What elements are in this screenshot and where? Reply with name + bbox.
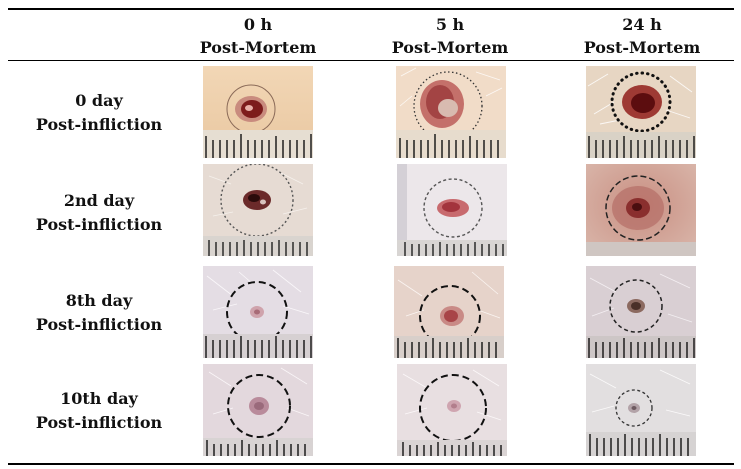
row-header-8th-day: 8th day Post-infliction (14, 289, 184, 337)
row-header-2nd-day: 2nd day Post-infliction (14, 189, 184, 237)
wound-photo-0day-24h (586, 66, 696, 158)
column-header-time: 5 h (435, 15, 465, 34)
wound-photo-2ndday-0h (203, 164, 313, 256)
row-header-subtitle: Post-infliction (35, 413, 163, 432)
row-header-0-day: 0 day Post-infliction (14, 89, 184, 137)
row-header-day: 10th day (60, 389, 138, 408)
row-header-day: 8th day (65, 291, 133, 310)
column-header-time: 0 h (243, 15, 273, 34)
column-header-subtitle: Post-Mortem (583, 38, 701, 57)
wound-photo-8thday-24h (586, 266, 696, 358)
wound-photo-2ndday-24h (586, 164, 696, 256)
wound-photo-2ndday-5h (397, 164, 507, 256)
wound-photo-10thday-24h (586, 364, 696, 456)
column-header-24h: 24 h Post-Mortem (572, 13, 712, 59)
table-header-rule (8, 60, 734, 61)
row-header-10th-day: 10th day Post-infliction (14, 387, 184, 435)
column-header-5h: 5 h Post-Mortem (380, 13, 520, 59)
table-bottom-rule (8, 463, 734, 465)
row-header-subtitle: Post-infliction (35, 215, 163, 234)
wound-photo-8thday-0h (203, 266, 313, 358)
wound-photo-8thday-5h (394, 266, 504, 358)
wound-photo-0day-0h (203, 66, 313, 158)
column-header-0h: 0 h Post-Mortem (188, 13, 328, 59)
table-top-rule (8, 8, 734, 10)
column-header-subtitle: Post-Mortem (391, 38, 509, 57)
row-header-day: 2nd day (63, 191, 135, 210)
column-header-subtitle: Post-Mortem (199, 38, 317, 57)
column-header-time: 24 h (622, 15, 662, 34)
row-header-day: 0 day (75, 91, 123, 110)
row-header-subtitle: Post-infliction (35, 115, 163, 134)
wound-photo-0day-5h (396, 66, 506, 158)
wound-photo-10thday-0h (203, 364, 313, 456)
row-header-subtitle: Post-infliction (35, 315, 163, 334)
wound-photo-10thday-5h (397, 364, 507, 456)
